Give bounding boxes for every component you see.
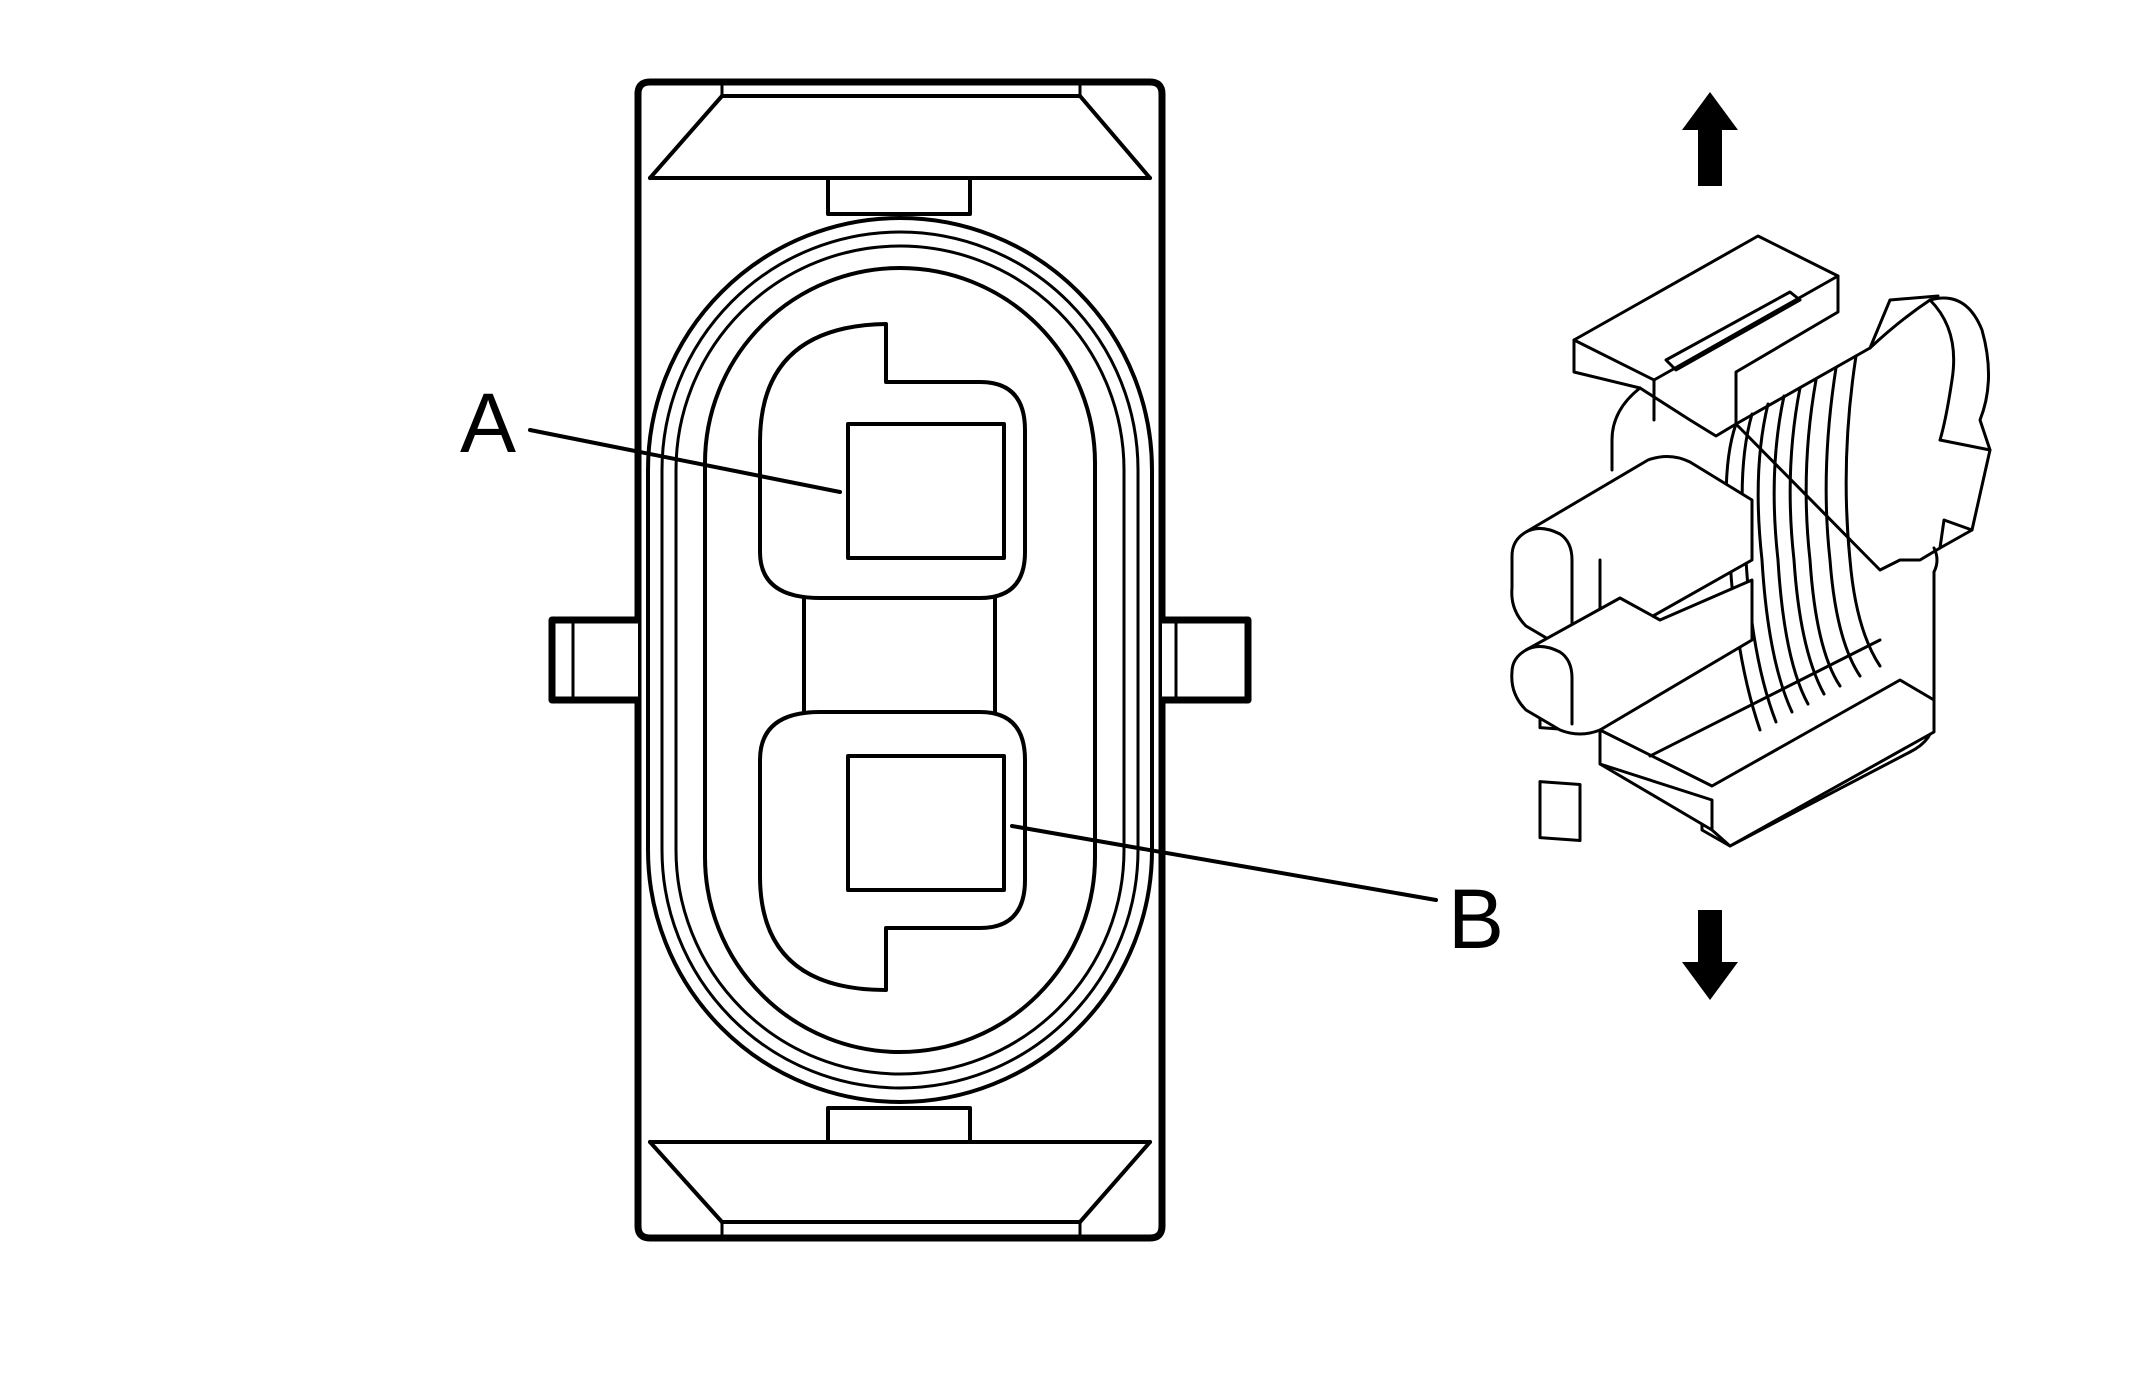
label-a: A bbox=[460, 376, 516, 470]
cavity-wall bbox=[703, 266, 1097, 1054]
connector-face-view bbox=[548, 78, 1252, 1242]
leader-line-a bbox=[528, 428, 842, 494]
label-b: B bbox=[1448, 872, 1504, 966]
direction-indicators bbox=[1682, 92, 1738, 1000]
iso-lower-cavity bbox=[1538, 780, 1582, 842]
iso-bottom-latch bbox=[1598, 678, 1936, 848]
connector-isometric-view bbox=[1510, 234, 1992, 848]
terminal-b-socket bbox=[846, 754, 1006, 892]
seal-ring-outer bbox=[646, 216, 1154, 1104]
arrow-up-icon bbox=[1682, 92, 1738, 186]
seal-ring-middle bbox=[660, 230, 1140, 1090]
arrow-down-icon bbox=[1682, 910, 1738, 1000]
connector-housing-outline bbox=[634, 78, 1166, 1242]
seal-ring-inner bbox=[674, 244, 1126, 1076]
leader-line-b bbox=[1010, 824, 1438, 902]
iso-rear-body bbox=[1734, 296, 1992, 572]
terminal-a-socket bbox=[846, 422, 1006, 560]
right-side-tab bbox=[1158, 616, 1252, 704]
top-locking-cap bbox=[648, 80, 1152, 216]
left-side-tab bbox=[548, 616, 642, 704]
callouts: A B bbox=[460, 376, 1504, 966]
terminal-cavity bbox=[758, 322, 1027, 600]
bottom-locking-cap bbox=[648, 1106, 1152, 1240]
